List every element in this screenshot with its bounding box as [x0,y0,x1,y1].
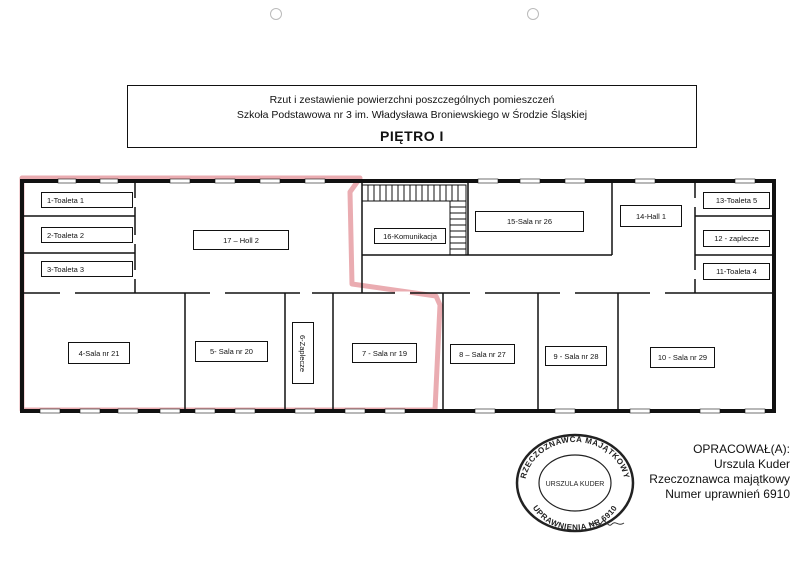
room-label-11: 11-Toaleta 4 [703,263,770,280]
windows-top [57,178,756,184]
highlight-zone [19,175,443,413]
title-block: Rzut i zestawienie powierzchni poszczegó… [127,85,697,148]
room-label-13: 13-Toaleta 5 [703,192,770,209]
title-line-1: Rzut i zestawienie powierzchni poszczegó… [269,94,555,106]
room-label-9: 9 - Sala nr 28 [545,346,607,366]
room-label-1: 1-Toaleta 1 [41,192,133,208]
stamp-ring-top: RZECZOZNAWCA MAJĄTKOWY [519,435,631,480]
signature [589,520,625,527]
floor-title: PIĘTRO I [380,128,444,144]
room-label-4: 4-Sala nr 21 [68,342,130,364]
author-block: OPRACOWAŁ(A): Urszula Kuder Rzeczoznawca… [649,442,790,502]
room-label-14: 14-Hall 1 [620,205,682,227]
room-label-6-text: 6-Zaplecze [298,334,308,372]
room-label-12: 12 - zaplecze [703,230,770,247]
room-label-7: 7 - Sala nr 19 [352,343,417,363]
room-label-2: 2-Toaleta 2 [41,227,133,243]
room-label-15: 15-Sala nr 26 [475,211,584,232]
author-name: Urszula Kuder [713,457,790,471]
punch-hole [527,8,539,20]
room-label-3: 3-Toaleta 3 [41,261,133,277]
svg-text:RZECZOZNAWCA MAJĄTKOWY: RZECZOZNAWCA MAJĄTKOWY [519,435,632,480]
stamp-center: URSZULA KUDER [546,481,605,488]
stamp: RZECZOZNAWCA MAJĄTKOWY UPRAWNIENIA NR 69… [515,433,635,533]
doors [60,198,697,295]
author-heading: OPRACOWAŁ(A): [693,442,790,456]
staircase [361,184,467,256]
author-license: Numer uprawnień 6910 [665,487,790,501]
author-role: Rzeczoznawca majątkowy [649,472,790,486]
room-label-5: 5- Sala nr 20 [195,341,268,362]
room-label-10: 10 - Sala nr 29 [650,347,715,368]
title-line-2: Szkoła Podstawowa nr 3 im. Władysława Br… [236,109,588,121]
windows-bottom [39,408,766,414]
room-label-17: 17 – Holl 2 [193,230,289,250]
room-label-6: 6-Zaplecze [292,322,314,384]
stamp-ring-bottom: UPRAWNIENIA NR 6910 [531,504,619,532]
punch-hole [270,8,282,20]
svg-text:UPRAWNIENIA NR 6910: UPRAWNIENIA NR 6910 [531,504,619,532]
room-label-8: 8 – Sala nr 27 [450,344,515,364]
room-label-16: 16-Komunikacja [374,228,446,244]
